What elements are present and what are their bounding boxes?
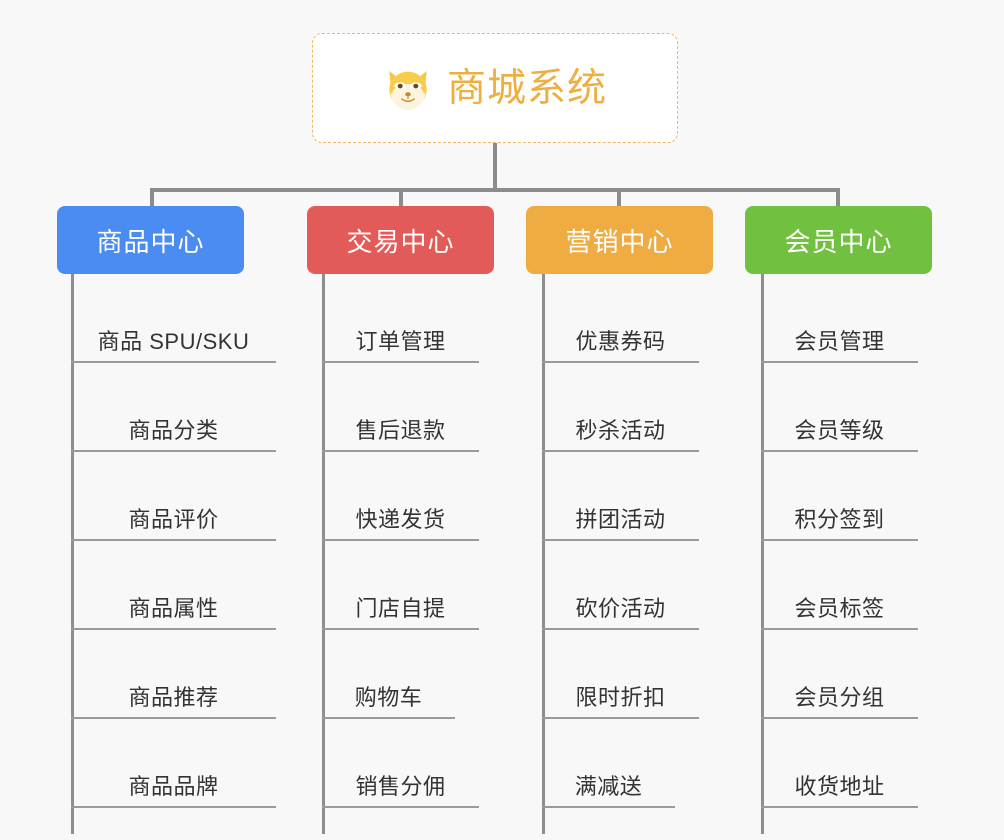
connector-drop-2 <box>399 188 403 208</box>
list-item[interactable]: 商品分类 <box>71 363 276 452</box>
branch-label-4: 会员中心 <box>784 226 893 257</box>
list-item-label: 会员管理 <box>794 328 885 354</box>
list-item[interactable]: 商品品牌 <box>71 719 276 808</box>
root-title: 商城系统 <box>446 66 607 110</box>
list-item-label: 砍价活动 <box>575 595 666 621</box>
branch-label-2: 交易中心 <box>346 226 455 257</box>
list-item[interactable]: 商品属性 <box>71 541 276 630</box>
list-item-label: 会员等级 <box>794 417 885 443</box>
list-item-label: 商品推荐 <box>128 684 219 710</box>
connector-drop-3 <box>617 188 621 208</box>
list-item-label: 商品评价 <box>128 506 219 532</box>
column-rail-4 <box>761 274 764 834</box>
list-item[interactable]: 会员标签 <box>761 541 918 630</box>
list-item[interactable]: 快递发货 <box>322 452 479 541</box>
connector-drop-1 <box>150 188 154 208</box>
list-item-label: 会员标签 <box>794 595 885 621</box>
list-item-label: 优惠券码 <box>575 328 666 354</box>
list-item[interactable]: 商品推荐 <box>71 630 276 719</box>
branch-label-1: 商品中心 <box>96 226 205 257</box>
column-items-4: 会员管理 会员等级 积分签到 会员标签 会员分组 收货地址 <box>761 274 918 808</box>
list-item-label: 门店自提 <box>355 595 446 621</box>
list-item-label: 积分签到 <box>794 506 885 532</box>
list-item[interactable]: 订单管理 <box>322 274 479 363</box>
list-item-label: 订单管理 <box>355 328 446 354</box>
list-item[interactable]: 会员等级 <box>761 363 918 452</box>
list-item[interactable]: 商品评价 <box>71 452 276 541</box>
list-item[interactable]: 满减送 <box>542 719 675 808</box>
column-rail-2 <box>322 274 325 834</box>
column-rail-1 <box>71 274 74 834</box>
list-item-label: 商品属性 <box>128 595 219 621</box>
list-item[interactable]: 收货地址 <box>761 719 918 808</box>
root-node[interactable]: 商城系统 <box>312 33 678 143</box>
list-item-label: 销售分佣 <box>355 773 446 799</box>
connector-horizontal-bus <box>150 188 840 192</box>
branch-box-2[interactable]: 交易中心 <box>307 206 494 274</box>
list-item-label: 满减送 <box>574 773 643 799</box>
list-item-label: 拼团活动 <box>575 506 666 532</box>
list-item-label: 购物车 <box>354 684 423 710</box>
connector-drop-4 <box>836 188 840 208</box>
list-item-label: 秒杀活动 <box>575 417 666 443</box>
connector-root-stem <box>493 143 497 190</box>
branch-box-1[interactable]: 商品中心 <box>57 206 244 274</box>
list-item[interactable]: 会员分组 <box>761 630 918 719</box>
list-item[interactable]: 限时折扣 <box>542 630 699 719</box>
column-rail-3 <box>542 274 545 834</box>
list-item[interactable]: 售后退款 <box>322 363 479 452</box>
shiba-dog-icon <box>389 70 427 110</box>
list-item[interactable]: 优惠券码 <box>542 274 699 363</box>
list-item[interactable]: 销售分佣 <box>322 719 479 808</box>
list-item-label: 快递发货 <box>355 506 446 532</box>
list-item[interactable]: 砍价活动 <box>542 541 699 630</box>
list-item[interactable]: 门店自提 <box>322 541 479 630</box>
list-item[interactable]: 商品 SPU/SKU <box>71 274 276 363</box>
list-item-label: 商品品牌 <box>128 773 219 799</box>
list-item[interactable]: 购物车 <box>322 630 455 719</box>
list-item-label: 售后退款 <box>355 417 446 443</box>
list-item[interactable]: 会员管理 <box>761 274 918 363</box>
list-item[interactable]: 积分签到 <box>761 452 918 541</box>
list-item-label: 限时折扣 <box>575 684 666 710</box>
list-item-label: 收货地址 <box>794 773 885 799</box>
branch-box-4[interactable]: 会员中心 <box>745 206 932 274</box>
column-items-3: 优惠券码 秒杀活动 拼团活动 砍价活动 限时折扣 满减送 <box>542 274 699 808</box>
column-items-2: 订单管理 售后退款 快递发货 门店自提 购物车 销售分佣 <box>322 274 479 808</box>
column-items-1: 商品 SPU/SKU 商品分类 商品评价 商品属性 商品推荐 商品品牌 <box>71 274 276 808</box>
list-item[interactable]: 秒杀活动 <box>542 363 699 452</box>
branch-label-3: 营销中心 <box>565 226 674 257</box>
list-item[interactable]: 拼团活动 <box>542 452 699 541</box>
branch-box-3[interactable]: 营销中心 <box>526 206 713 274</box>
list-item-label: 会员分组 <box>794 684 885 710</box>
list-item-label: 商品 SPU/SKU <box>97 328 250 354</box>
list-item-label: 商品分类 <box>128 417 219 443</box>
